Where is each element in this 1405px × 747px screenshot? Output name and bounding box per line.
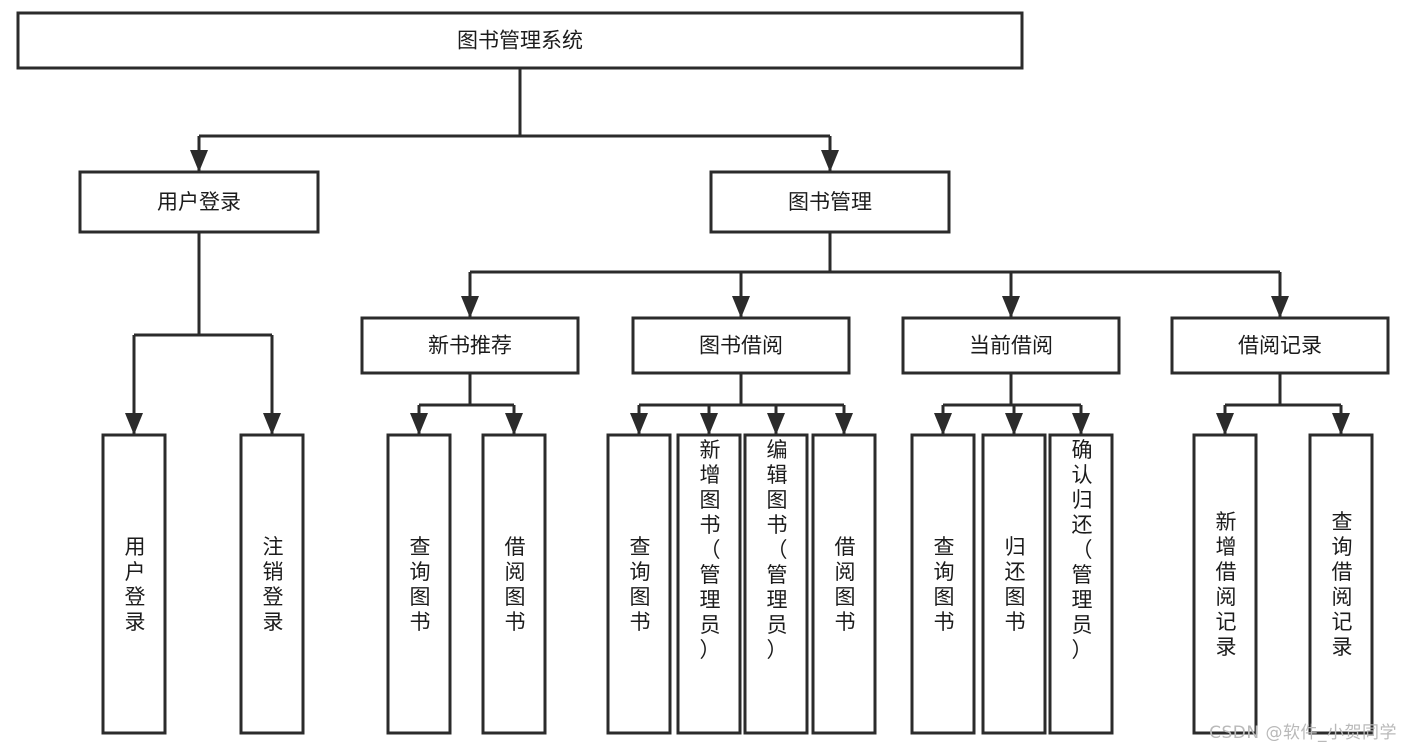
node-layer: 图书管理系统用户登录图书管理新书推荐图书借阅当前借阅借阅记录用户登录注销登录查询…	[16, 11, 1390, 735]
arrow-head-icon	[630, 413, 648, 435]
arrow-head-icon	[461, 296, 479, 318]
node-leaf-edit-book-admin[interactable]: 编辑图书（管理员）	[743, 433, 809, 735]
node-user-login[interactable]: 用户登录	[78, 170, 320, 234]
node-label-leaf-borrow-book-2: 借阅图书	[835, 535, 856, 634]
arrow-head-icon	[1072, 413, 1090, 435]
node-label-leaf-confirm-return-admin: 确认归还（管理员）	[1072, 438, 1093, 662]
node-box-leaf-edit-book-admin[interactable]	[743, 433, 809, 735]
arrow-head-icon	[1271, 296, 1289, 318]
node-leaf-user-login[interactable]: 用户登录	[101, 433, 167, 735]
node-box-leaf-query-book-3[interactable]	[910, 433, 976, 735]
connector-group-book-borrow	[630, 373, 853, 435]
node-leaf-query-book-3[interactable]: 查询图书	[910, 433, 976, 735]
node-box-book-borrow[interactable]	[631, 316, 851, 375]
arrow-head-icon	[1216, 413, 1234, 435]
node-box-leaf-logout[interactable]	[239, 433, 305, 735]
node-label-leaf-edit-book-admin: 编辑图书（管理员）	[767, 438, 788, 662]
arrow-head-icon	[1002, 296, 1020, 318]
connector-group-book-manage	[461, 232, 1289, 318]
node-label-root: 图书管理系统	[457, 29, 583, 53]
arrow-head-icon	[1332, 413, 1350, 435]
node-label-leaf-query-book-2: 查询图书	[630, 535, 651, 634]
node-box-user-login[interactable]	[78, 170, 320, 234]
node-box-leaf-user-login[interactable]	[101, 433, 167, 735]
connector-group-borrow-record	[1216, 373, 1350, 435]
arrow-head-icon	[767, 413, 785, 435]
node-label-leaf-add-book-admin: 新增图书（管理员）	[700, 438, 721, 662]
arrow-head-icon	[700, 413, 718, 435]
node-box-new-book-rec[interactable]	[360, 316, 580, 375]
node-root[interactable]: 图书管理系统	[16, 11, 1024, 70]
node-box-leaf-confirm-return-admin[interactable]	[1048, 433, 1114, 735]
node-box-leaf-add-book-admin[interactable]	[676, 433, 742, 735]
connector-group-root	[190, 68, 839, 172]
node-label-leaf-borrow-book-1: 借阅图书	[505, 535, 526, 634]
node-label-leaf-query-book-1: 查询图书	[410, 535, 431, 634]
arrow-head-icon	[732, 296, 750, 318]
arrow-head-icon	[410, 413, 428, 435]
node-label-leaf-query-book-3: 查询图书	[934, 535, 955, 634]
node-box-book-manage[interactable]	[709, 170, 951, 234]
arrow-head-icon	[125, 413, 143, 435]
node-label-leaf-user-login: 用户登录	[125, 535, 146, 634]
node-box-leaf-borrow-book-2[interactable]	[811, 433, 877, 735]
node-current-borrow[interactable]: 当前借阅	[901, 316, 1121, 375]
node-label-leaf-add-borrow-record: 新增借阅记录	[1216, 510, 1237, 659]
node-label-new-book-rec: 新书推荐	[428, 334, 512, 358]
connector-group-user-login	[125, 232, 281, 435]
node-leaf-return-book[interactable]: 归还图书	[981, 433, 1047, 735]
node-leaf-borrow-book-2[interactable]: 借阅图书	[811, 433, 877, 735]
arrow-head-icon	[505, 413, 523, 435]
connector-layer	[125, 68, 1350, 435]
node-box-leaf-query-book-2[interactable]	[606, 433, 672, 735]
node-leaf-query-book-2[interactable]: 查询图书	[606, 433, 672, 735]
arrow-head-icon	[835, 413, 853, 435]
connector-group-current-borrow	[934, 373, 1090, 435]
node-borrow-record[interactable]: 借阅记录	[1170, 316, 1390, 375]
node-leaf-add-borrow-record[interactable]: 新增借阅记录	[1192, 433, 1258, 735]
node-box-root[interactable]	[16, 11, 1024, 70]
arrow-head-icon	[263, 413, 281, 435]
connector-group-new-book-rec	[410, 373, 523, 435]
arrow-head-icon	[190, 150, 208, 172]
arrow-head-icon	[1005, 413, 1023, 435]
node-new-book-rec[interactable]: 新书推荐	[360, 316, 580, 375]
node-leaf-query-borrow-record[interactable]: 查询借阅记录	[1308, 433, 1374, 735]
node-leaf-confirm-return-admin[interactable]: 确认归还（管理员）	[1048, 433, 1114, 735]
node-box-leaf-query-borrow-record[interactable]	[1308, 433, 1374, 735]
node-box-leaf-return-book[interactable]	[981, 433, 1047, 735]
node-leaf-logout[interactable]: 注销登录	[239, 433, 305, 735]
node-box-leaf-add-borrow-record[interactable]	[1192, 433, 1258, 735]
node-book-borrow[interactable]: 图书借阅	[631, 316, 851, 375]
node-label-borrow-record: 借阅记录	[1238, 334, 1322, 358]
node-box-leaf-borrow-book-1[interactable]	[481, 433, 547, 735]
node-label-leaf-logout: 注销登录	[263, 535, 284, 634]
node-label-book-manage: 图书管理	[788, 190, 872, 214]
node-box-leaf-query-book-1[interactable]	[386, 433, 452, 735]
node-leaf-query-book-1[interactable]: 查询图书	[386, 433, 452, 735]
node-label-leaf-query-borrow-record: 查询借阅记录	[1332, 510, 1353, 659]
node-label-leaf-return-book: 归还图书	[1005, 535, 1026, 634]
node-box-current-borrow[interactable]	[901, 316, 1121, 375]
arrow-head-icon	[821, 150, 839, 172]
node-book-manage[interactable]: 图书管理	[709, 170, 951, 234]
node-label-book-borrow: 图书借阅	[699, 334, 783, 358]
node-leaf-borrow-book-1[interactable]: 借阅图书	[481, 433, 547, 735]
node-box-borrow-record[interactable]	[1170, 316, 1390, 375]
node-leaf-add-book-admin[interactable]: 新增图书（管理员）	[676, 433, 742, 735]
node-label-user-login: 用户登录	[157, 190, 241, 214]
node-label-current-borrow: 当前借阅	[969, 334, 1053, 358]
arrow-head-icon	[934, 413, 952, 435]
